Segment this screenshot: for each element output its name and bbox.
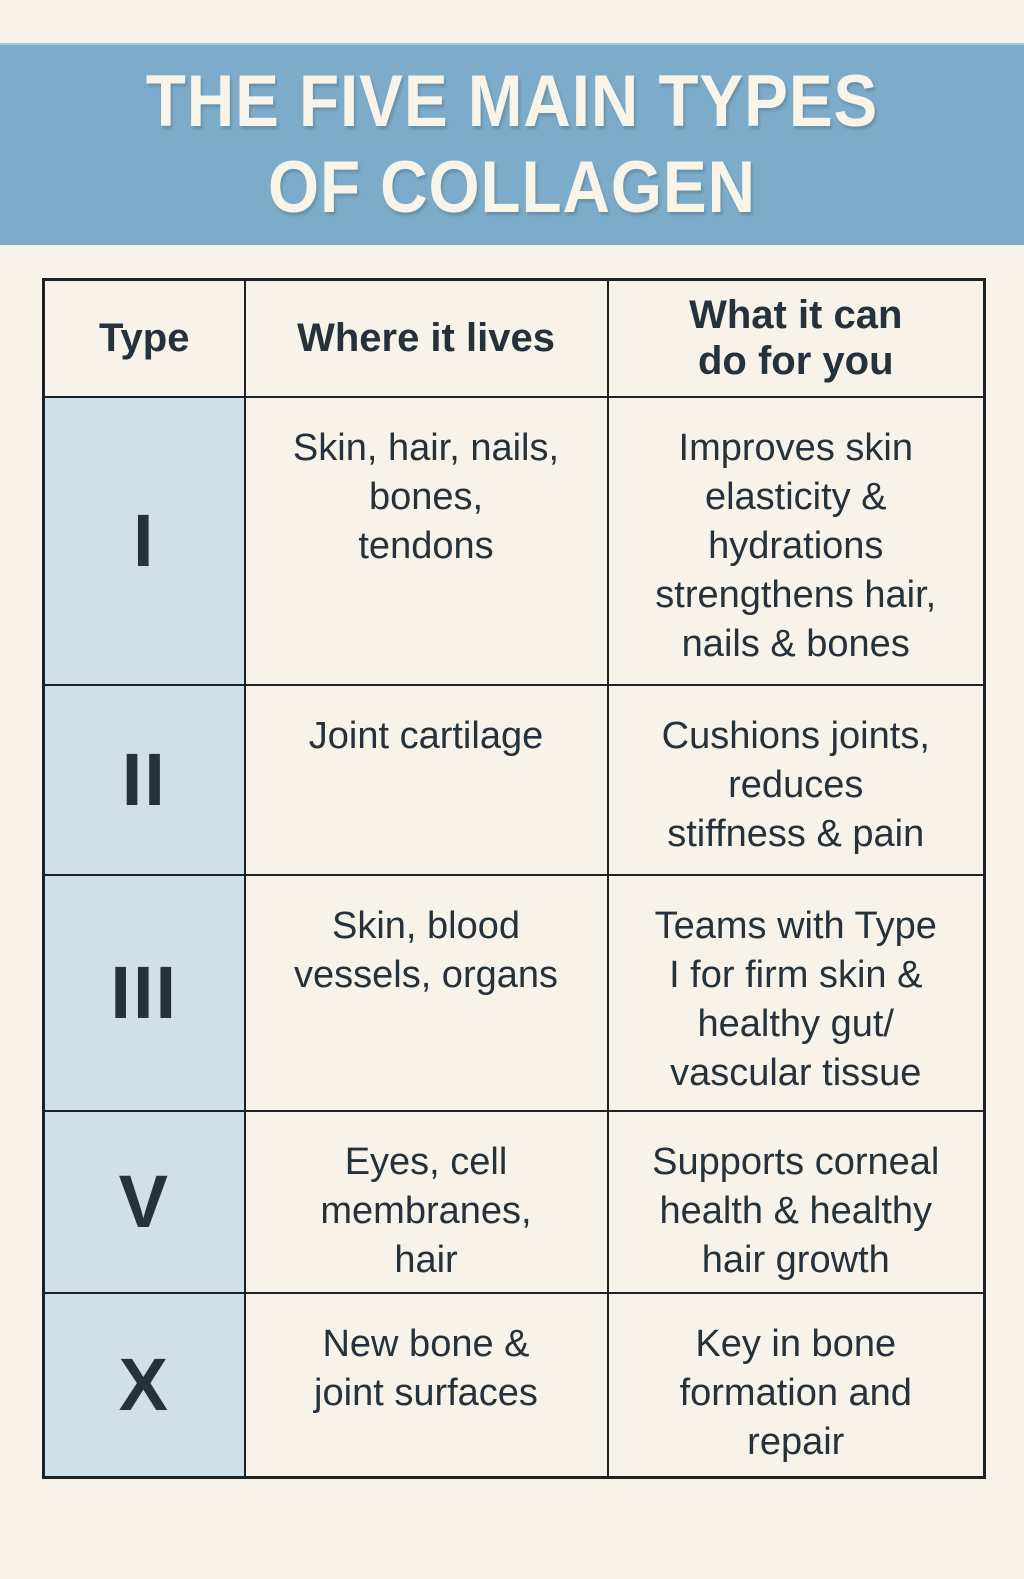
column-header-where: Where it lives xyxy=(243,278,609,398)
type-label: II xyxy=(42,683,246,876)
what-cell: Improves skin elasticity & hydrations st… xyxy=(606,395,986,686)
title-line-1: THE FIVE MAIN TYPES xyxy=(145,61,879,142)
column-header-what: What it can do for you xyxy=(606,278,986,398)
what-cell: Teams with Type I for firm skin & health… xyxy=(606,873,986,1112)
type-label: I xyxy=(42,395,246,686)
where-cell: Skin, hair, nails, bones, tendons xyxy=(243,395,609,686)
where-cell: New bone & joint surfaces xyxy=(243,1291,609,1479)
where-cell: Skin, blood vessels, organs xyxy=(243,873,609,1112)
what-cell: Supports corneal health & healthy hair g… xyxy=(606,1109,986,1294)
table-row-type-x: X New bone & joint surfaces Key in bone … xyxy=(42,1291,986,1479)
type-label: V xyxy=(42,1109,246,1294)
table-row-type-v: V Eyes, cell membranes, hair Supports co… xyxy=(42,1109,986,1294)
what-cell: Cushions joints, reduces stiffness & pai… xyxy=(606,683,986,876)
table-row-type-iii: III Skin, blood vessels, organs Teams wi… xyxy=(42,873,986,1112)
table-row-type-i: I Skin, hair, nails, bones, tendons Impr… xyxy=(42,395,986,686)
header-row: Type Where it lives What it can do for y… xyxy=(42,278,986,398)
type-label: III xyxy=(42,873,246,1112)
page-title: THE FIVE MAIN TYPES OF COLLAGEN xyxy=(146,59,879,231)
title-line-2: OF COLLAGEN xyxy=(267,147,756,228)
where-cell: Joint cartilage xyxy=(243,683,609,876)
header-banner: THE FIVE MAIN TYPES OF COLLAGEN xyxy=(0,43,1024,245)
what-cell: Key in bone formation and repair xyxy=(606,1291,986,1479)
table-row-type-ii: II Joint cartilage Cushions joints, redu… xyxy=(42,683,986,876)
column-header-type: Type xyxy=(42,278,246,398)
where-cell: Eyes, cell membranes, hair xyxy=(243,1109,609,1294)
collagen-table: Type Where it lives What it can do for y… xyxy=(42,278,986,1479)
collagen-infographic: THE FIVE MAIN TYPES OF COLLAGEN Type Whe… xyxy=(0,43,1024,1479)
type-label: X xyxy=(42,1291,246,1479)
